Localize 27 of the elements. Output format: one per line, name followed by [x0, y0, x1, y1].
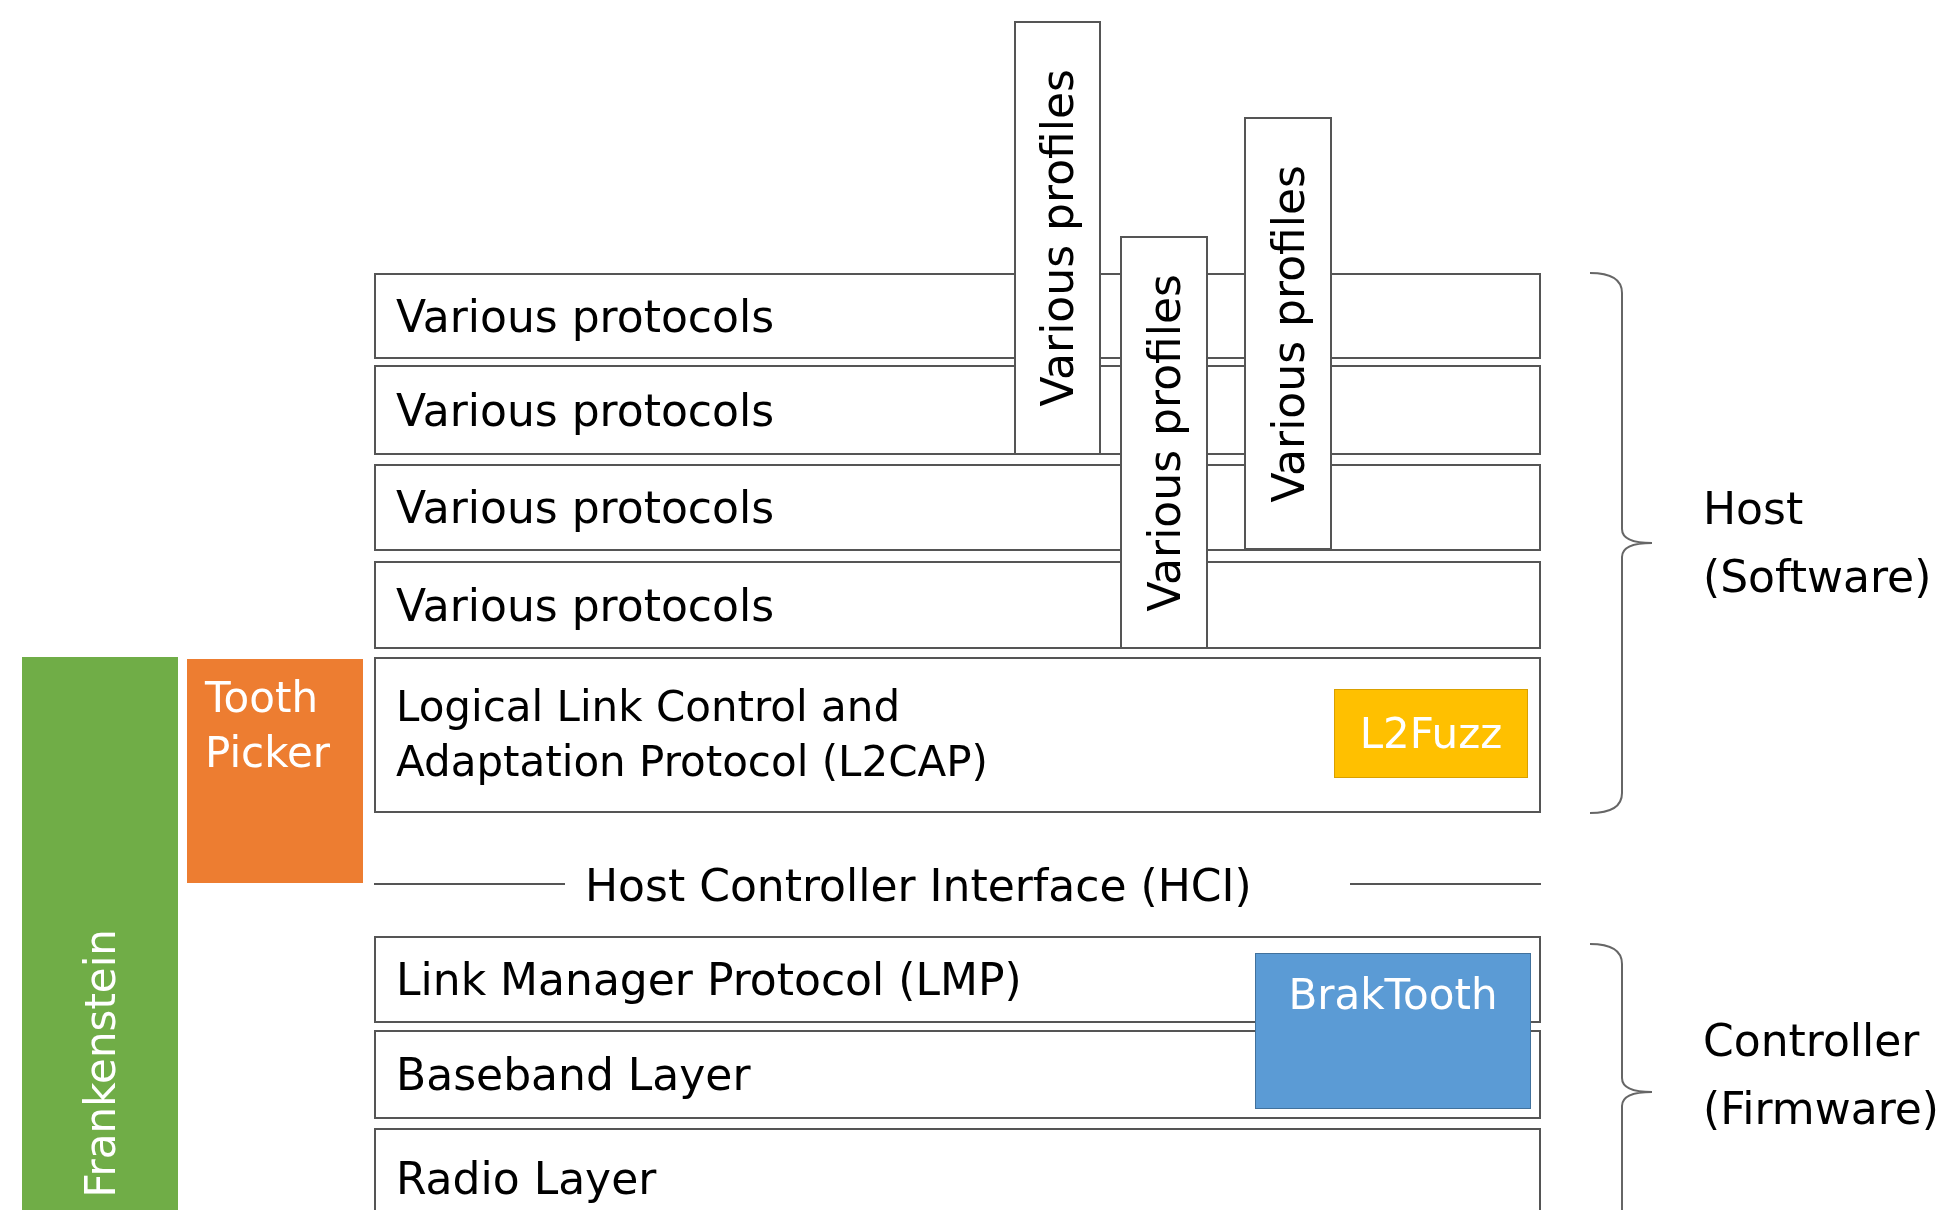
vertical-label: Various profiles — [1032, 69, 1083, 407]
layer-name: Various protocols — [396, 482, 775, 533]
layer-name: Various protocols — [396, 384, 775, 436]
layer-name: Various protocols — [396, 579, 775, 631]
tool-box — [22, 657, 178, 1210]
layer-box — [374, 1128, 1541, 1210]
group-label: Host (Software) — [1703, 482, 1933, 605]
layer-name: Logical Link Control and Adaptation Protocol (L2CAP) — [396, 681, 989, 788]
tool-box — [1255, 953, 1531, 1109]
tool-name: Tooth Picker — [205, 672, 332, 779]
tool-box — [1334, 689, 1528, 778]
layer-name: Link Manager Protocol (LMP) — [396, 954, 1022, 1005]
profile-box — [1120, 236, 1208, 649]
layer-box — [374, 657, 1541, 813]
profile-box — [1014, 21, 1101, 455]
layer-name: Various protocols — [396, 290, 775, 342]
profile-box — [1244, 117, 1332, 550]
tool-name: Frankenstein — [75, 928, 125, 1197]
group-label: Controller (Firmware) — [1703, 1014, 1940, 1137]
vertical-label: Various profiles — [1262, 164, 1314, 503]
interface-label: Host Controller Interface (HCI) — [585, 859, 1252, 913]
layer-name: Radio Layer — [396, 1152, 657, 1204]
tool-name: L2Fuzz — [1359, 709, 1503, 758]
layer-name: Baseband Layer — [396, 1049, 751, 1100]
tool-box — [187, 659, 363, 883]
tool-name: BrakTooth — [1288, 970, 1498, 1019]
vertical-label: Various profiles — [1138, 273, 1190, 612]
